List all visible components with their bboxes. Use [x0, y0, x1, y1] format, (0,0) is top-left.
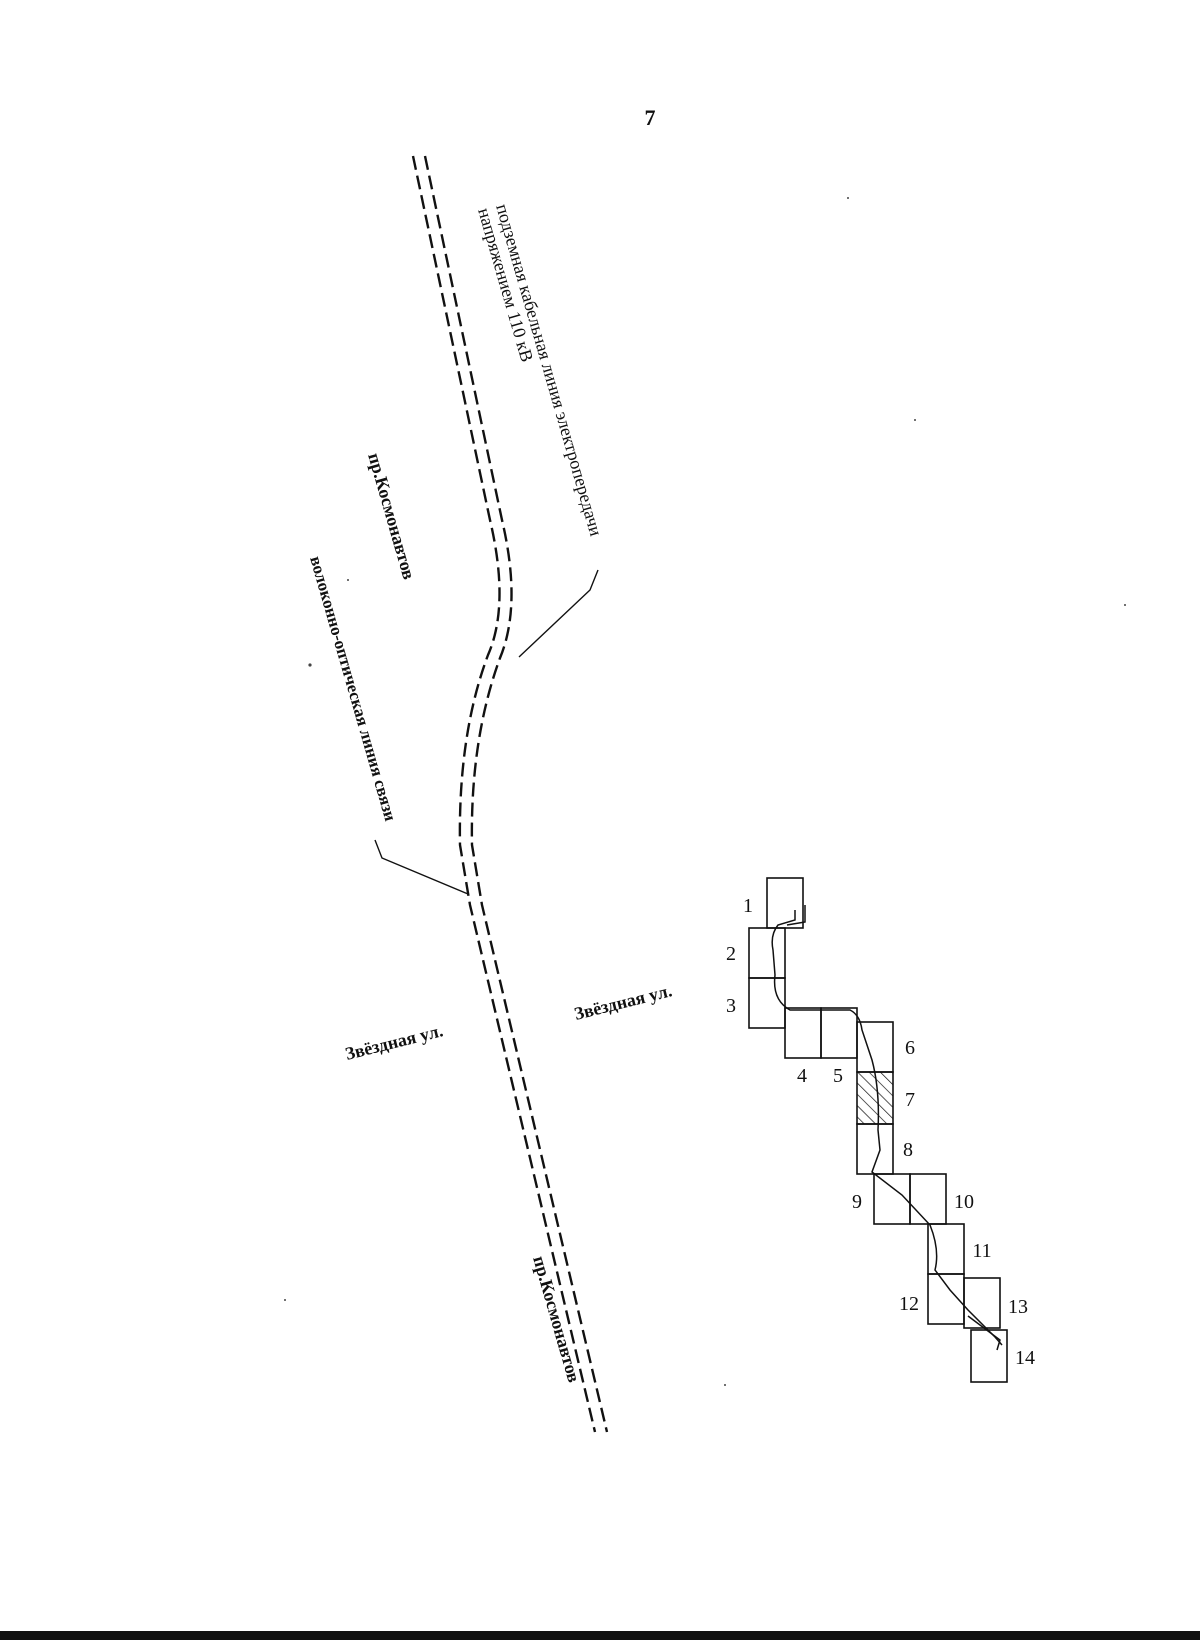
sheet-number-7: 7 — [905, 1089, 915, 1111]
sheet-number-3: 3 — [726, 995, 736, 1017]
cable-line-left — [411, 155, 597, 1433]
leader-fiber-optic — [374, 839, 469, 895]
sheet-1 — [766, 877, 804, 929]
sheet-8 — [856, 1123, 894, 1175]
sheet-10 — [909, 1173, 947, 1225]
sheet-number-1: 1 — [743, 895, 753, 917]
leader-cable-110kv — [518, 569, 599, 658]
sheet-number-14: 14 — [1015, 1347, 1035, 1369]
label-street-zvezdnaya-right: Звёздная ул. — [572, 980, 674, 1024]
sheet-number-11: 11 — [972, 1240, 991, 1262]
scan-bottom-edge — [0, 1631, 1200, 1640]
sheet-number-4: 4 — [797, 1065, 807, 1087]
sheet-number-12: 12 — [899, 1293, 919, 1315]
sheet-3 — [748, 977, 786, 1029]
label-street-zvezdnaya-left: Звёздная ул. — [343, 1020, 445, 1064]
sheet-index-key-plan: 1 2 3 4 5 6 7 8 9 10 11 12 13 14 — [726, 877, 1035, 1383]
cable-route-lines — [411, 155, 609, 1433]
sheet-9 — [873, 1173, 911, 1225]
sheet-5 — [820, 1007, 858, 1059]
sheet-11 — [927, 1223, 965, 1275]
sheet-number-13: 13 — [1008, 1296, 1028, 1318]
label-street-kosmonavtov-top: пр.Космонавтов — [364, 451, 419, 582]
label-cable-110kv-line1: подземная кабельная линия электропередач… — [492, 202, 606, 539]
sheet-number-9: 9 — [852, 1191, 862, 1213]
sheet-number-10: 10 — [954, 1191, 974, 1213]
sheet-7-selected — [856, 1071, 894, 1125]
cable-line-right — [423, 155, 609, 1433]
sheet-number-5: 5 — [833, 1065, 843, 1087]
sheet-13 — [963, 1277, 1001, 1329]
sheet-number-6: 6 — [905, 1037, 915, 1059]
sheet-14 — [970, 1329, 1008, 1383]
sheet-number-8: 8 — [903, 1139, 913, 1161]
key-plan-route-inner — [786, 905, 1001, 1351]
label-fiber-optic: волоконно-оптическая линия связи — [306, 554, 400, 823]
sheet-number-2: 2 — [726, 943, 736, 965]
sheet-2 — [748, 927, 786, 979]
sheet-4 — [784, 1007, 822, 1059]
key-plan-route — [771, 910, 1003, 1346]
page-number: 7 — [645, 105, 656, 130]
